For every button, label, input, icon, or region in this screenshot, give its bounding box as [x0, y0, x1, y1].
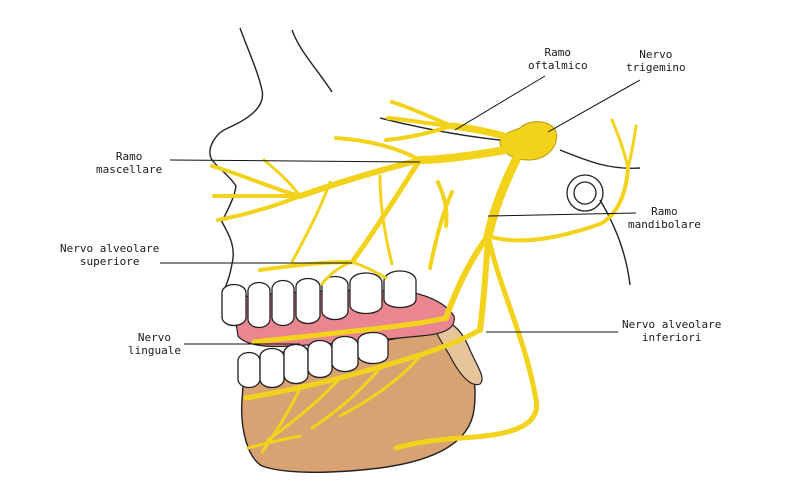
leader-lines — [160, 75, 641, 345]
ear — [566, 174, 604, 212]
label-nervo-trigemino: Nervo trigemino — [626, 48, 686, 74]
label-ramo-oftalmico: Ramo oftalmico — [528, 46, 588, 72]
upper-teeth — [221, 270, 417, 329]
label-ramo-mascellare: Ramo mascellare — [96, 150, 163, 176]
label-ramo-mandibolare: Ramo mandibolare — [628, 205, 701, 231]
lower-teeth — [237, 331, 389, 389]
label-nervo-alveolare-inferiori: Nervo alveolare inferiori — [622, 318, 722, 344]
trigeminal-nerve — [210, 100, 638, 454]
label-nervo-linguale: Nervo linguale — [128, 331, 181, 357]
label-nervo-alveolare-superiore: Nervo alveolare superiore — [60, 242, 160, 268]
